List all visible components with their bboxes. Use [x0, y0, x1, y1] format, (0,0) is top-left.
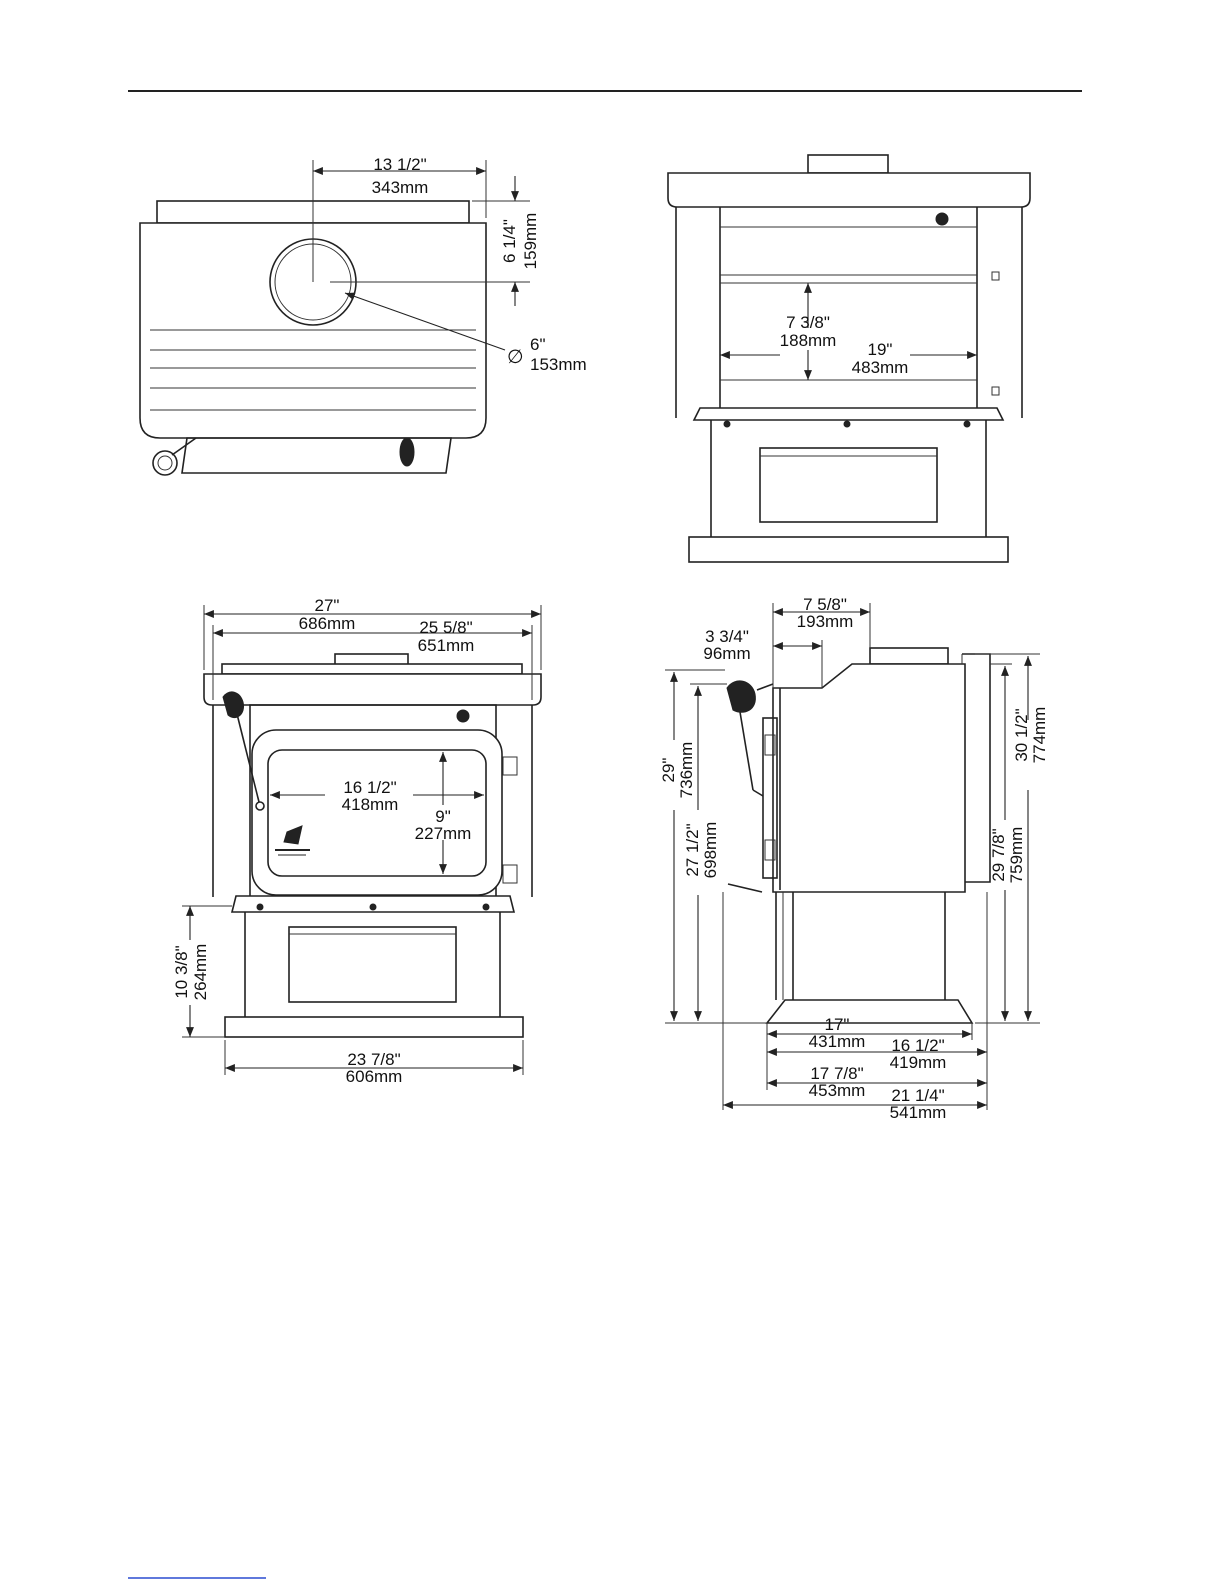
side-flue-mm: 193mm [797, 612, 854, 631]
side-h1-mm: 736mm [677, 742, 696, 799]
side-h1-in: 29" [659, 758, 678, 783]
side-h3-mm: 774mm [1030, 707, 1049, 764]
top-depth-mm: 159mm [521, 213, 540, 270]
front-glass-h-mm: 227mm [415, 824, 472, 843]
top-width-mm: 343mm [372, 178, 429, 197]
side-h2-in: 27 1/2" [683, 823, 702, 876]
side-d4-mm: 541mm [890, 1103, 947, 1122]
front-glass-w-mm: 418mm [342, 795, 399, 814]
side-d2-mm: 419mm [890, 1053, 947, 1072]
front-pedestal-mm: 264mm [191, 944, 210, 1001]
top-depth-in: 6 1/4" [500, 219, 519, 263]
front-top-mm: 651mm [418, 636, 475, 655]
rear-width-mm: 483mm [852, 358, 909, 377]
front-top-in: 25 5/8" [419, 618, 472, 637]
side-d3-mm: 453mm [809, 1081, 866, 1100]
side-h3-in: 30 1/2" [1012, 708, 1031, 761]
side-h4-in: 29 7/8" [989, 828, 1008, 881]
rear-height-in: 7 3/8" [786, 313, 830, 332]
side-d1-mm: 431mm [809, 1032, 866, 1051]
spring-handle-icon [727, 681, 755, 712]
rear-view [668, 155, 1030, 562]
front-overall-mm: 686mm [299, 614, 356, 633]
front-view [182, 605, 541, 1075]
side-h4-mm: 759mm [1007, 827, 1026, 884]
rear-width-in: 19" [868, 340, 893, 359]
top-width-in: 13 1/2" [373, 155, 426, 174]
door-handle-icon [223, 692, 244, 718]
side-h2-mm: 698mm [701, 822, 720, 879]
front-base-mm: 606mm [346, 1067, 403, 1086]
spring-handle-icon [400, 438, 414, 466]
rear-height-mm: 188mm [780, 331, 837, 350]
side-front-off-mm: 96mm [703, 644, 750, 663]
top-dia-mm: 153mm [530, 355, 587, 374]
front-pedestal-in: 10 3/8" [172, 945, 191, 998]
dia-symbol: ∅ [507, 347, 524, 368]
front-overall-in: 27" [315, 596, 340, 615]
top-view [140, 160, 530, 475]
top-dia-in: 6" [530, 335, 546, 354]
